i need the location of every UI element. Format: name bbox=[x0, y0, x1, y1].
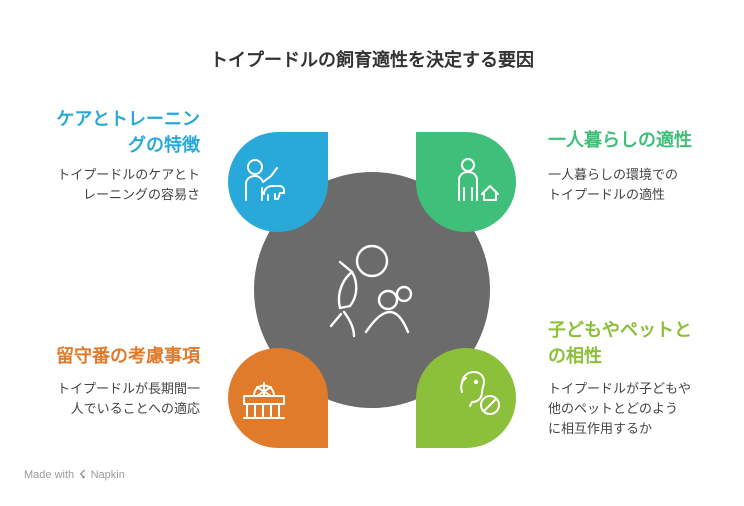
single-living-desc-line1: 一人暮らしの環境での bbox=[548, 168, 679, 183]
dog-training-icon bbox=[245, 159, 285, 201]
kids-pets-heading-line1: 子どもやペットと bbox=[548, 320, 692, 341]
care-training-description: トイプードルのケアとト レーニングの容易さ bbox=[10, 166, 200, 206]
care-training-shape bbox=[228, 132, 328, 232]
single-living-desc-line2: トイプードルの適性 bbox=[548, 188, 666, 203]
napkin-logo-icon: ☇ bbox=[79, 469, 86, 481]
kids-pets-heading-line2: の相性 bbox=[548, 346, 602, 367]
kids-pets-description: トイプードルが子どもや 他のペットとどのよう に相互作用するか bbox=[548, 380, 738, 440]
home-alone-desc-line2: 人でいることへの適応 bbox=[70, 402, 200, 417]
kids-pets-desc-line3: に相互作用するか bbox=[548, 422, 653, 437]
care-training-desc-line1: トイプードルのケアとト bbox=[57, 168, 200, 183]
kids-pets-shape bbox=[416, 348, 516, 448]
center-circle bbox=[254, 172, 490, 408]
care-training-heading-line1: ケアとトレーニン bbox=[56, 109, 200, 130]
made-with-label: Made with bbox=[24, 469, 75, 481]
kids-pets-desc-line1: トイプードルが子どもや bbox=[548, 382, 692, 397]
care-training-heading-line2: グの特徴 bbox=[128, 135, 200, 156]
made-with-napkin[interactable]: Made with ☇ Napkin bbox=[24, 468, 125, 481]
dog-no-entry-icon bbox=[460, 371, 500, 415]
home-alone-heading: 留守番の考慮事項 bbox=[20, 344, 200, 370]
care-training-desc-line2: レーニングの容易さ bbox=[82, 188, 200, 203]
home-alone-shape bbox=[228, 348, 328, 448]
single-living-heading-line1: 一人暮らしの適性 bbox=[548, 130, 692, 151]
family-icon bbox=[329, 244, 413, 338]
care-training-heading: ケアとトレーニン グの特徴 bbox=[20, 107, 200, 159]
home-alone-desc-line1: トイプードルが長期間一 bbox=[56, 382, 200, 397]
napkin-brand: Napkin bbox=[90, 469, 125, 481]
kids-pets-heading: 子どもやペットと の相性 bbox=[548, 318, 738, 370]
person-with-dog-house-icon bbox=[458, 158, 499, 201]
single-living-heading: 一人暮らしの適性 bbox=[548, 128, 738, 154]
single-living-description: 一人暮らしの環境での トイプードルの適性 bbox=[548, 166, 738, 206]
kids-pets-desc-line2: 他のペットとどのよう bbox=[548, 402, 679, 417]
crib-icon bbox=[243, 382, 285, 419]
diagram-title: トイプードルの飼育適性を決定する要因 bbox=[210, 50, 534, 71]
home-alone-description: トイプードルが長期間一 人でいることへの適応 bbox=[10, 380, 200, 420]
single-living-shape bbox=[416, 132, 516, 232]
home-alone-heading-line1: 留守番の考慮事項 bbox=[56, 346, 200, 367]
